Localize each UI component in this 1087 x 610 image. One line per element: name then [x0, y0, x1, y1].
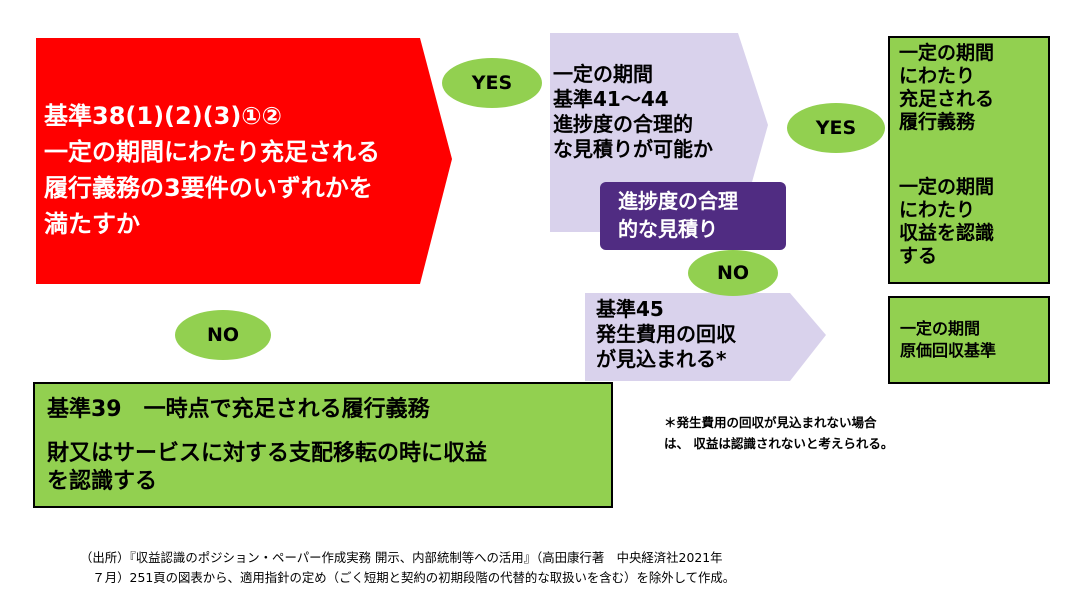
cost-recovery-question-text: 基準45 発生費用の回収 が見込まれる* [596, 297, 736, 371]
footnote-text: ＊発生費用の回収が見込まれない場合 は、 収益は認識されないと考えられる。 [664, 415, 894, 451]
progress-estimate-text: 進捗度の合理 的な見積り [618, 189, 738, 241]
progress-estimate-box [600, 182, 786, 250]
progress-question-text: 一定の期間 基準41～44 進捗度の合理的 な見積りが可能か [553, 62, 713, 161]
no-label-1: NO [175, 310, 271, 360]
result-over-time-box [888, 36, 1050, 284]
result-over-time-part1: 一定の期間 にわたり 充足される 履行義務 [899, 42, 995, 133]
result-point-in-time-line1: 基準39 一時点で充足される履行義務 [47, 397, 430, 422]
result-point-in-time-line2: 財又はサービスに対する支配移転の時に収益 を認識する [47, 441, 488, 494]
main-criterion-text: 基準38(1)(2)(3)①② 一定の期間にわたり充足される 履行義務の3要件の… [44, 102, 380, 238]
yes-label-2: YES [787, 103, 885, 153]
source-citation: （出所）『収益認識のポジション・ペーパー作成実務 開示、内部統制等への活用』（高… [80, 550, 736, 585]
result-cost-recovery-text: 一定の期間 原価回収基準 [900, 319, 997, 360]
result-over-time-part2: 一定の期間 にわたり 収益を認識 する [899, 176, 995, 267]
yes-label-1: YES [442, 58, 542, 108]
result-cost-recovery-box [888, 296, 1050, 384]
no-label-2: NO [688, 250, 778, 296]
result-point-in-time-box [33, 382, 613, 508]
